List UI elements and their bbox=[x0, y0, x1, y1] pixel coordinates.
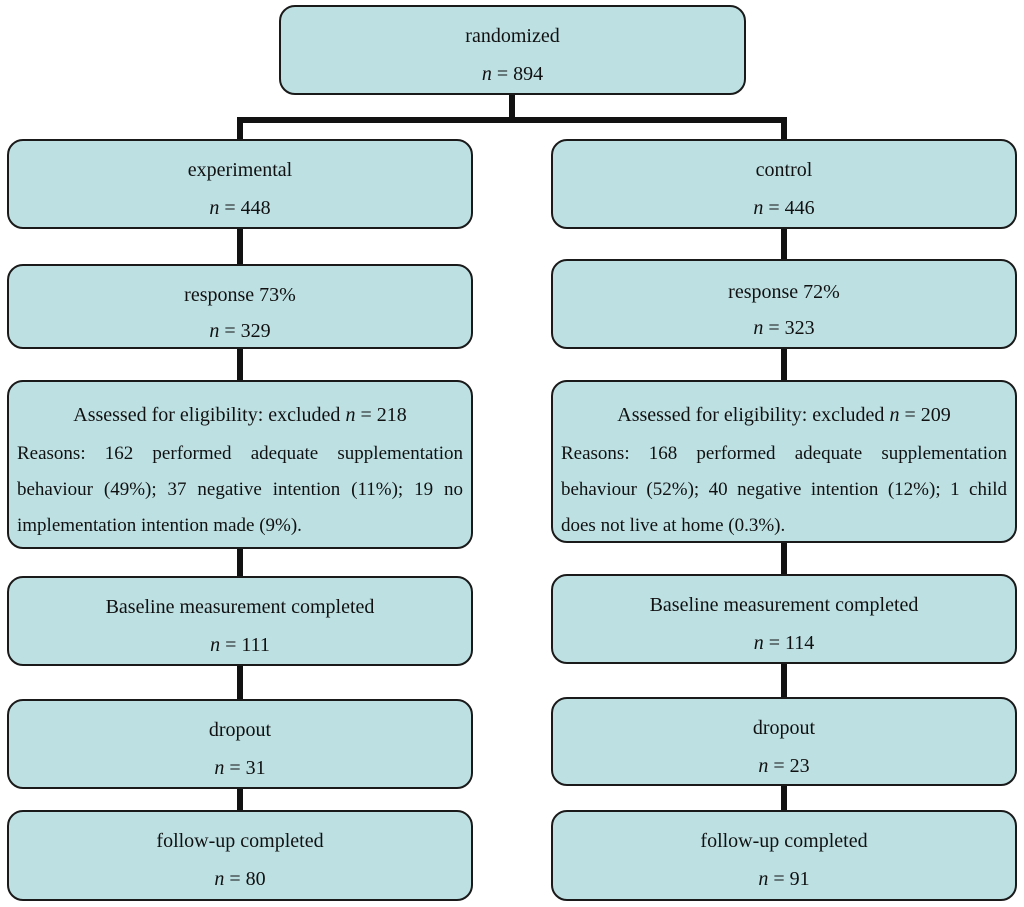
experimental-baseline-n: n = 111 bbox=[210, 634, 270, 656]
control-label: control bbox=[755, 159, 813, 181]
experimental-response-n: n = 329 bbox=[209, 320, 271, 342]
control-followup-label: follow-up completed bbox=[700, 830, 868, 852]
control-baseline-n: n = 114 bbox=[753, 632, 815, 654]
randomized-n: n = 894 bbox=[481, 63, 544, 85]
control-n: n = 446 bbox=[753, 197, 815, 219]
connector-left-4 bbox=[237, 665, 243, 701]
control-followup-box: follow-up completed n = 91 bbox=[551, 810, 1017, 901]
experimental-eligibility-reasons: Reasons: 162 performed adequate suppleme… bbox=[17, 443, 463, 536]
connector-right-down bbox=[781, 117, 787, 141]
randomized-box: randomized n = 894 bbox=[279, 5, 746, 95]
experimental-label: experimental bbox=[187, 159, 293, 181]
connector-left-down bbox=[237, 117, 243, 141]
experimental-baseline-box: Baseline measurement completed n = 111 bbox=[7, 576, 473, 666]
control-box: control n = 446 bbox=[551, 139, 1017, 229]
control-dropout-n: n = 23 bbox=[758, 755, 810, 777]
control-response-label: response 72% bbox=[728, 281, 840, 303]
experimental-n: n = 448 bbox=[209, 197, 271, 219]
experimental-box: experimental n = 448 bbox=[7, 139, 473, 229]
control-response-box: response 72% n = 323 bbox=[551, 259, 1017, 349]
experimental-followup-label: follow-up completed bbox=[156, 830, 324, 852]
connector-horizontal bbox=[237, 117, 787, 123]
experimental-followup-n: n = 80 bbox=[214, 868, 266, 890]
experimental-dropout-n: n = 31 bbox=[214, 757, 266, 779]
connector-right-1 bbox=[781, 228, 787, 261]
connector-right-3 bbox=[781, 542, 787, 576]
control-dropout-box: dropout n = 23 bbox=[551, 697, 1017, 786]
experimental-dropout-label: dropout bbox=[208, 719, 272, 741]
connector-left-3 bbox=[237, 548, 243, 578]
connector-root-down bbox=[509, 94, 515, 119]
control-eligibility-reasons: Reasons: 168 performed adequate suppleme… bbox=[561, 443, 1007, 536]
experimental-eligibility-box: Assessed for eligibility: excluded n = 2… bbox=[7, 380, 473, 549]
experimental-response-box: response 73% n = 329 bbox=[7, 264, 473, 349]
control-followup-n: n = 91 bbox=[758, 868, 810, 890]
experimental-dropout-box: dropout n = 31 bbox=[7, 699, 473, 789]
connector-right-2 bbox=[781, 348, 787, 382]
control-baseline-box: Baseline measurement completed n = 114 bbox=[551, 574, 1017, 664]
connector-right-4 bbox=[781, 663, 787, 699]
control-eligibility-box: Assessed for eligibility: excluded n = 2… bbox=[551, 380, 1017, 543]
randomized-label: randomized bbox=[465, 25, 560, 47]
connector-left-5 bbox=[237, 788, 243, 812]
control-response-n: n = 323 bbox=[753, 317, 815, 339]
control-dropout-label: dropout bbox=[752, 717, 816, 739]
experimental-response-label: response 73% bbox=[184, 284, 296, 306]
connector-right-5 bbox=[781, 785, 787, 812]
connector-left-1 bbox=[237, 228, 243, 266]
experimental-eligibility-label: Assessed for eligibility: excluded n = 2… bbox=[73, 404, 407, 426]
experimental-followup-box: follow-up completed n = 80 bbox=[7, 810, 473, 901]
connector-left-2 bbox=[237, 348, 243, 382]
control-baseline-label: Baseline measurement completed bbox=[649, 594, 919, 616]
control-eligibility-label: Assessed for eligibility: excluded n = 2… bbox=[617, 404, 951, 426]
experimental-baseline-label: Baseline measurement completed bbox=[105, 596, 375, 618]
